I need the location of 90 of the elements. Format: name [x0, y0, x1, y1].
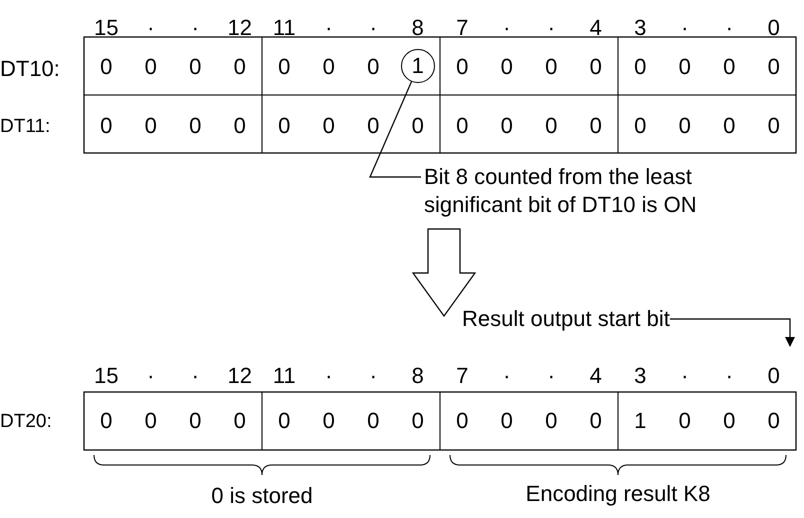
bit-value: 0: [144, 115, 157, 137]
arrow: [670, 318, 795, 347]
bit-value: 0: [634, 115, 646, 137]
bit-number: ·: [681, 17, 688, 39]
bit-number: ·: [147, 365, 154, 387]
bit-value: 0: [100, 410, 112, 432]
bit-value: 0: [723, 56, 736, 78]
bit-value: 0: [412, 410, 424, 432]
bit-number: ·: [726, 17, 733, 39]
bit-number: ·: [548, 365, 555, 387]
note-text: Result output start bit: [462, 308, 670, 330]
bit-value: 0: [500, 56, 513, 78]
bit-number: 8: [412, 17, 424, 39]
register-name: DT10:: [0, 58, 60, 80]
bit-number: ·: [147, 17, 154, 39]
bit-value: 0: [545, 56, 558, 78]
bit-number: 7: [456, 17, 468, 39]
bit-value: 0: [768, 115, 780, 137]
bit-number: ·: [370, 365, 377, 387]
bit-number: 15: [94, 17, 118, 39]
bit-value: 0: [500, 115, 513, 137]
bit-value: 0: [322, 410, 335, 432]
bit-value: 0: [590, 410, 602, 432]
bit-value: 0: [678, 115, 691, 137]
bit-number: 0: [768, 17, 780, 39]
note-text: Bit 8 counted from the least significant bit of DT10 is ON: [424, 163, 774, 219]
bit-number: 7: [456, 365, 468, 387]
bit-number: 3: [634, 17, 646, 39]
bit-value: 0: [278, 56, 290, 78]
bit-value: 0: [723, 410, 736, 432]
bit-value: 0: [367, 115, 380, 137]
bit-number: 12: [228, 17, 252, 39]
bit-value: 0: [189, 410, 202, 432]
bit-number: 12: [228, 365, 252, 387]
block-arrow: [412, 228, 476, 318]
bit-value: 0: [367, 410, 380, 432]
bit-value: 0: [678, 410, 691, 432]
bit-number: 11: [272, 365, 296, 387]
bit-number: ·: [325, 17, 332, 39]
register-name: DT11:: [0, 117, 50, 136]
bit-number: ·: [370, 17, 377, 39]
bit-number: 11: [272, 17, 296, 39]
bit-number: ·: [503, 17, 510, 39]
circled-bit: 1: [400, 49, 435, 83]
bit-value: 0: [723, 115, 736, 137]
bit-value: 0: [456, 410, 468, 432]
bit-value: 0: [456, 115, 468, 137]
bit-value: 0: [278, 115, 290, 137]
bit-number: ·: [192, 365, 199, 387]
bit-value: 0: [545, 115, 558, 137]
bit-number: ·: [681, 365, 688, 387]
bit-value: 0: [678, 56, 691, 78]
bit-number: ·: [726, 365, 733, 387]
bit-number: 8: [412, 365, 424, 387]
bit-number: 0: [768, 365, 780, 387]
bit-value: 0: [322, 115, 335, 137]
bit-value: 0: [144, 56, 157, 78]
bit-value: 0: [500, 410, 513, 432]
bit-value: 0: [322, 56, 335, 78]
bit-value: 0: [545, 410, 558, 432]
bit-value: 0: [100, 115, 112, 137]
bit-number: 3: [634, 365, 646, 387]
bit-value: 0: [234, 56, 246, 78]
bit-value: 0: [768, 56, 780, 78]
bit-value: 0: [456, 56, 468, 78]
bit-number: ·: [325, 365, 332, 387]
bit-value: 0: [634, 56, 646, 78]
bit-value: 0: [412, 115, 424, 137]
bit-number: 15: [94, 365, 118, 387]
bit-number: ·: [503, 365, 510, 387]
brace-label: Encoding result K8: [526, 483, 710, 505]
brace-label: 0 is stored: [211, 485, 313, 507]
leader-line: [369, 80, 421, 178]
bit-value: 0: [234, 410, 246, 432]
bit-number: 4: [590, 365, 602, 387]
bit-value: 0: [590, 56, 602, 78]
bit-value: 0: [144, 410, 157, 432]
register-name: DT20:: [0, 412, 52, 431]
bit-value: 1: [634, 410, 646, 432]
bit-value: 0: [278, 410, 290, 432]
bit-value: 0: [189, 115, 202, 137]
bit-value: 0: [768, 410, 780, 432]
bit-number: ·: [548, 17, 555, 39]
bit-number: 4: [590, 17, 602, 39]
bit-value: 0: [189, 56, 202, 78]
bit-value: 0: [590, 115, 602, 137]
bit-value: 0: [100, 56, 112, 78]
bit-value: 0: [367, 56, 380, 78]
bit-value: 0: [234, 115, 246, 137]
bit-number: ·: [192, 17, 199, 39]
